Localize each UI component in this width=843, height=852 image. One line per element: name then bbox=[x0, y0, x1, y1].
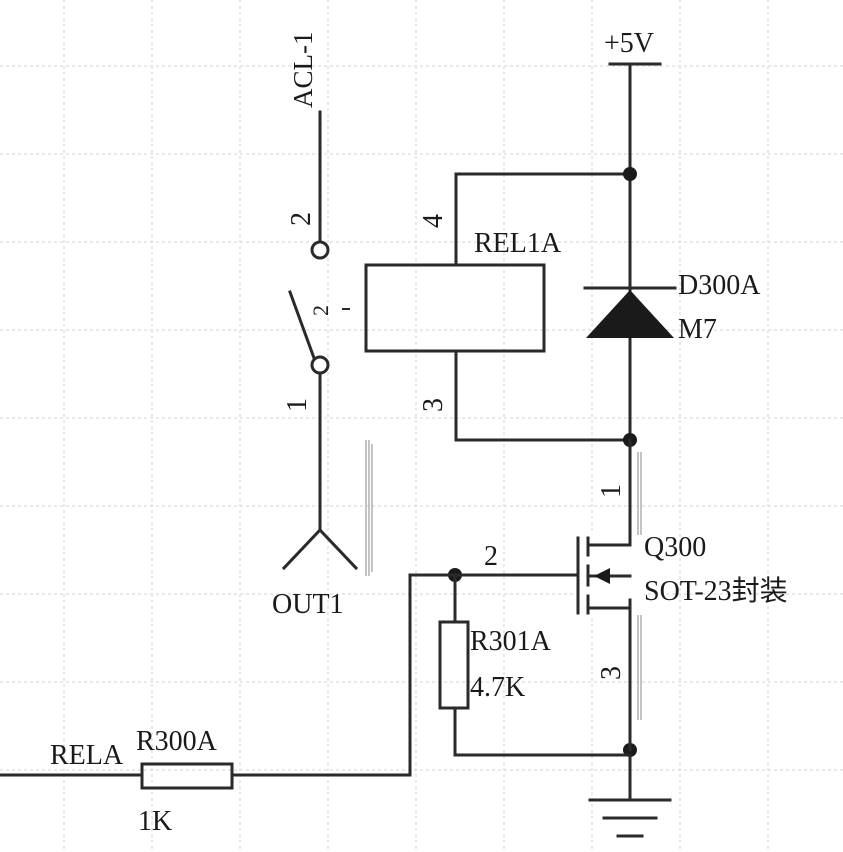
output-label: OUT1 bbox=[272, 589, 344, 620]
vcc-label: +5V bbox=[604, 28, 654, 59]
relay-label: REL1A bbox=[474, 228, 562, 259]
package-label: SOT-23封装 bbox=[644, 575, 788, 607]
q-pin-2-label: 2 bbox=[484, 541, 498, 572]
transistor-label: Q300 bbox=[644, 532, 706, 563]
contact-pin-1-label: 1 bbox=[282, 398, 313, 412]
input-label: RELA bbox=[50, 740, 124, 771]
q-pin-3-label: 3 bbox=[596, 666, 627, 680]
series-resistor-value: 1K bbox=[138, 806, 172, 837]
gate-resistor-body bbox=[438, 620, 470, 710]
connector-label: ACL-1 bbox=[288, 32, 318, 109]
flyback-diode: D300A M7 bbox=[583, 270, 761, 345]
ground-symbol bbox=[588, 753, 672, 838]
switch-blade bbox=[288, 290, 316, 360]
contact-mark: 2 bbox=[308, 305, 333, 316]
relay-pin-3-label: 3 bbox=[418, 398, 449, 412]
mosfet-q300: 1 2 3 Q300 SOT-23封装 bbox=[408, 438, 788, 752]
hatch-strip bbox=[365, 440, 373, 576]
diode-symbol bbox=[586, 290, 674, 338]
junction-dot bbox=[623, 167, 637, 181]
relay-pin-4-label: 4 bbox=[418, 214, 449, 228]
contact-pin-2-label: 2 bbox=[286, 212, 317, 226]
vcc-rail: +5V bbox=[604, 28, 662, 757]
series-resistor-label: R300A bbox=[136, 726, 218, 757]
relay-coil: REL1A 4 3 bbox=[342, 172, 632, 442]
q-pin-1-label: 1 bbox=[596, 484, 627, 498]
input-network: RELA R300A 1K bbox=[0, 573, 412, 837]
relay-contact: ACL-1 2 1 2 OUT1 bbox=[272, 32, 359, 620]
contact-terminal-2 bbox=[310, 240, 330, 260]
diode-label: D300A bbox=[678, 270, 761, 301]
relay-coil-body bbox=[364, 263, 546, 353]
mosfet-arrow bbox=[594, 568, 610, 584]
gate-resistor: R301A 4.7K bbox=[438, 573, 632, 757]
series-resistor-body bbox=[140, 762, 234, 790]
gate-resistor-value: 4.7K bbox=[470, 672, 525, 703]
diode-model-label: M7 bbox=[678, 314, 717, 345]
gate-resistor-label: R301A bbox=[470, 626, 552, 657]
